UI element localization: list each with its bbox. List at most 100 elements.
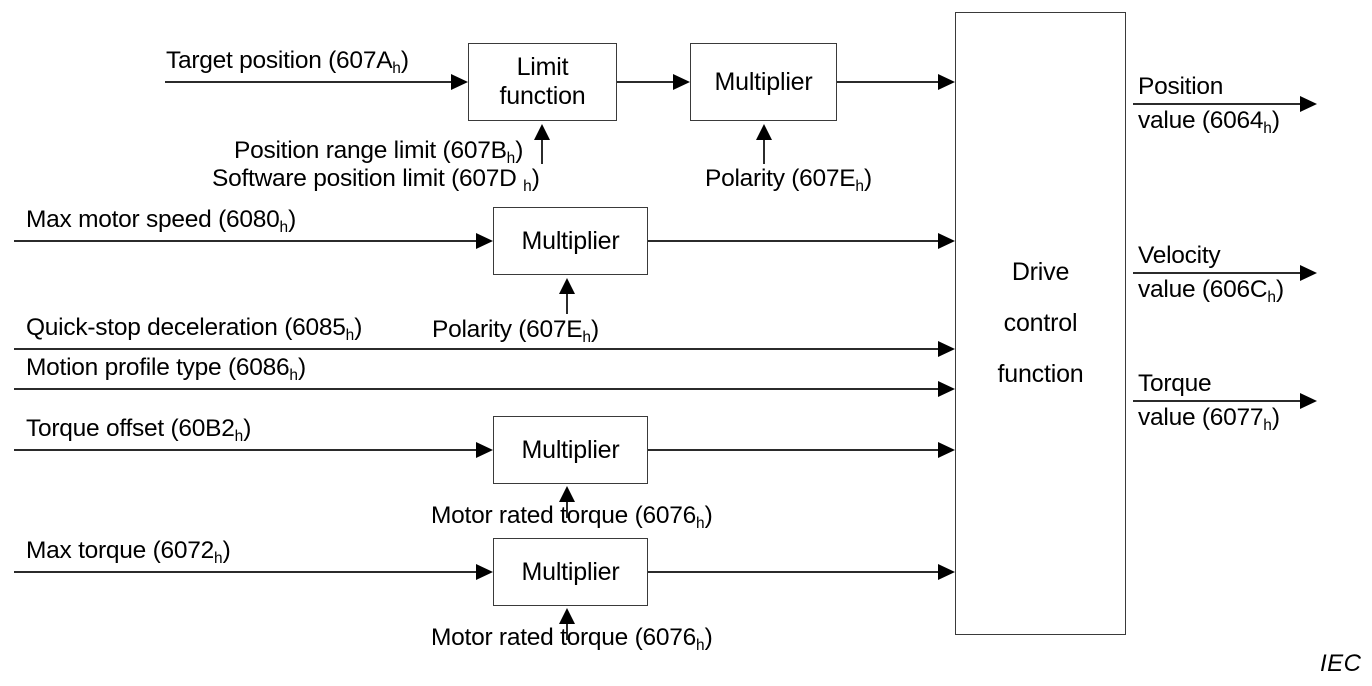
arrowhead-drive-input-velocity [938,233,955,249]
arrowhead-drive-input-motion-profile [938,381,955,397]
wire-max-torque-to-multiplier [14,571,476,573]
limit-function-line2: function [499,82,586,110]
label-torque-value-top-text: Torque [1138,370,1212,397]
label-polarity-velocity-text: Polarity (607E [432,316,583,343]
arrowhead-multiplier-position-input [673,74,690,90]
multiplier-label: Multiplier [714,67,813,96]
arrowhead-drive-input-torque-offset [938,442,955,458]
label-polarity-position: Polarity (607Eh) [705,164,872,195]
label-software-position-limit-text: Software position limit (607D [212,165,524,192]
label-motor-rated-torque-2-text: Motor rated torque (6076 [431,624,697,651]
wire-drive-to-torque-value [1133,400,1300,402]
label-quick-stop-tail: ) [354,314,363,341]
label-velocity-value-top-text: Velocity [1138,242,1221,269]
label-torque-value-bottom: value (6077h) [1138,403,1280,434]
label-position-range-limit: Position range limit (607Bh) [234,136,524,167]
arrowhead-output-torque [1300,393,1317,409]
label-torque-value-sub: h [1263,416,1272,434]
multiplier-label: Multiplier [521,435,620,464]
label-max-motor-speed-tail: ) [288,206,296,233]
arrowhead-multiplier-position-param [756,124,772,140]
label-target-position: Target position (607Ah) [166,46,409,77]
arrowhead-multiplier-max-torque-input [476,564,493,580]
label-quick-stop-sub: h [345,326,355,344]
label-polarity-position-sub: h [855,177,864,195]
label-torque-offset-text: Torque offset (60B2 [26,415,235,442]
multiplier-label: Multiplier [521,226,620,255]
arrowhead-multiplier-max-torque-param [559,608,575,624]
limit-function-line1: Limit [516,53,569,81]
multiplier-block-position: Multiplier [690,43,837,121]
label-velocity-value-top: Velocity [1138,241,1221,270]
label-max-motor-speed-text: Max motor speed (6080 [26,206,280,233]
wire-polarity-to-multiplier-velocity [566,294,568,314]
label-max-torque-tail: ) [222,537,231,564]
wire-drive-to-velocity-value [1133,272,1300,274]
label-position-value-sub: h [1263,119,1272,137]
drive-control-line1: Drive [1011,257,1070,286]
label-motion-profile-sub: h [289,366,298,384]
wire-quick-stop-to-drive [14,348,938,350]
label-target-position-text: Target position (607A [166,47,393,74]
arrowhead-drive-input-max-torque [938,564,955,580]
label-torque-offset: Torque offset (60B2h) [26,414,252,445]
label-velocity-value-sub: h [1267,288,1276,306]
wire-max-motor-speed-to-multiplier [14,240,476,242]
arrowhead-multiplier-velocity-param [559,278,575,294]
label-software-position-limit-tail: ) [531,165,540,192]
arrowhead-multiplier-torque-offset-param [559,486,575,502]
label-position-value-top-text: Position [1138,73,1224,100]
label-motor-rated-torque-1-text: Motor rated torque (6076 [431,502,697,529]
wire-multiplier-to-drive-max-torque [648,571,938,573]
wire-motor-rated-torque-to-multiplier-2 [566,622,568,640]
arrowhead-output-velocity [1300,265,1317,281]
label-software-position-limit-sub: h [523,177,532,195]
multiplier-label: Multiplier [521,557,620,586]
arrowhead-limit-param-input [534,124,550,140]
label-polarity-velocity: Polarity (607Eh) [432,315,599,346]
wire-torque-offset-to-multiplier [14,449,476,451]
label-motor-rated-torque-2: Motor rated torque (6076h) [431,623,713,654]
label-max-torque: Max torque (6072h) [26,536,231,567]
label-velocity-value-bottom-text: value (606C [1138,276,1268,303]
label-max-torque-text: Max torque (6072 [26,537,215,564]
iec-footer-label: IEC [1320,650,1362,677]
label-position-value-top: Position [1138,72,1223,101]
label-motion-profile-type: Motion profile type (6086h) [26,353,306,384]
arrowhead-output-position [1300,96,1317,112]
arrowhead-multiplier-velocity-input [476,233,493,249]
label-quick-stop-deceleration: Quick-stop deceleration (6085h) [26,313,363,344]
label-quick-stop-text: Quick-stop deceleration (6085 [26,314,346,341]
label-motor-rated-torque-2-tail: ) [704,624,713,651]
label-motor-rated-torque-1-tail: ) [704,502,713,529]
label-polarity-position-tail: ) [863,165,872,192]
label-motion-profile-text: Motion profile type (6086 [26,354,290,381]
label-position-value-tail: ) [1271,107,1280,134]
label-polarity-position-text: Polarity (607E [705,165,856,192]
wire-motor-rated-torque-to-multiplier-1 [566,500,568,518]
label-position-value-bottom: value (6064h) [1138,106,1280,137]
arrowhead-limit-input [451,74,468,90]
label-motor-rated-torque-1-sub: h [696,514,705,532]
label-torque-offset-tail: ) [243,415,252,442]
label-torque-value-bottom-text: value (6077 [1138,404,1264,431]
drive-control-line3: function [997,360,1084,389]
wire-target-position-to-limit [165,81,451,83]
label-software-position-limit: Software position limit (607D h) [212,164,540,195]
label-polarity-velocity-sub: h [582,328,591,346]
limit-function-block: Limit function [468,43,617,121]
wire-position-limits-to-limit-block [541,140,543,164]
label-velocity-value-bottom: value (606Ch) [1138,275,1284,306]
arrowhead-drive-input-position [938,74,955,90]
label-position-range-limit-sub: h [506,149,516,167]
wire-polarity-to-multiplier-position [763,140,765,164]
label-motion-profile-tail: ) [297,354,306,381]
label-target-position-sub: h [392,59,401,77]
label-velocity-value-tail: ) [1275,276,1284,303]
label-torque-value-top: Torque [1138,369,1212,398]
wire-drive-to-position-value [1133,103,1300,105]
label-max-motor-speed: Max motor speed (6080h) [26,205,296,236]
label-position-range-limit-tail: ) [515,137,524,164]
label-max-torque-sub: h [214,549,223,567]
label-position-range-limit-text: Position range limit (607B [234,137,507,164]
